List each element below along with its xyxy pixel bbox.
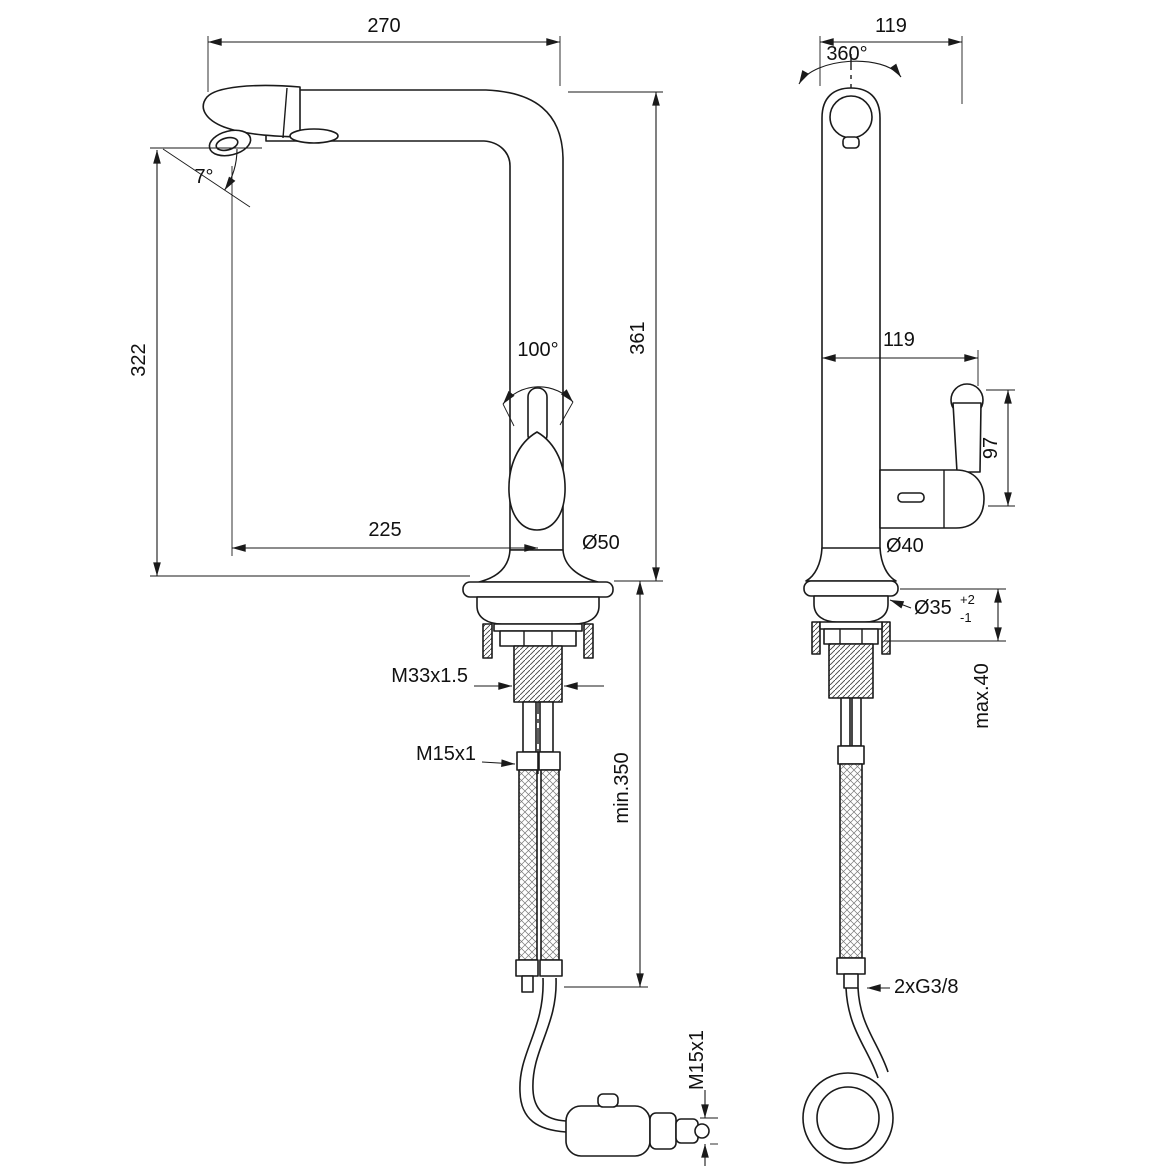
side-stud-right (881, 621, 891, 655)
mounting-washer (493, 623, 583, 632)
side-braided-hose (839, 763, 863, 959)
side-base-flange (803, 580, 899, 597)
dim-deck-thickness-label: max.40 (971, 663, 993, 729)
dimension-lines (150, 36, 1015, 1166)
weight-clip (597, 1093, 619, 1108)
lever-shaft (952, 402, 982, 473)
handle-bulb (508, 431, 566, 531)
braided-hose-right (540, 769, 560, 961)
hose-weight (565, 1105, 651, 1157)
dim-hole-tol-minus-label: -1 (960, 610, 972, 625)
hose-fitting-right (538, 751, 561, 771)
side-stud-left (811, 621, 821, 655)
side-supply-tube (840, 697, 851, 747)
dim-spout-reach-label: 225 (368, 519, 401, 541)
dim-handle-swing-label: 100° (517, 339, 558, 361)
dim-spray-angle-label: 7° (194, 166, 213, 188)
hose-loop-inner (816, 1086, 880, 1150)
dim-supply-thread-label: 2xG3/8 (894, 976, 958, 998)
side-pullout-hose-edge (857, 987, 889, 1073)
outlet-tip (694, 1123, 710, 1139)
side-hose-nipple (843, 973, 859, 989)
base-flare (478, 549, 599, 583)
dim-hose-thread-label: M15x1 (416, 743, 476, 765)
supply-tube-right (539, 701, 554, 753)
base-flange (462, 581, 614, 598)
side-body (821, 87, 881, 583)
side-washer (819, 621, 883, 630)
mounting-nut (499, 630, 577, 647)
escutcheon (476, 596, 600, 625)
release-button (289, 128, 339, 144)
dim-total-height-label: 361 (627, 321, 649, 354)
side-supply-tube (851, 697, 862, 747)
dim-top-depth-label: 119 (875, 15, 907, 37)
dimension-labels: 270 119 360° 7° 322 361 100° 119 97 225 … (128, 15, 1002, 1090)
spout-outlet (829, 95, 873, 139)
head-seam (282, 87, 288, 139)
mounting-stud-right (583, 623, 594, 659)
hose-loop-outer (802, 1072, 894, 1164)
handle-housing (879, 469, 985, 529)
side-base-flare (805, 547, 897, 582)
hose-nipple (521, 975, 534, 993)
pullout-head (202, 84, 301, 138)
dim-hose-length-label: min.350 (611, 752, 633, 823)
side-threaded-shank (828, 643, 874, 699)
side-hose-fitting (837, 745, 865, 765)
dim-handle-height-label: 97 (980, 437, 1002, 459)
pullout-hose-edge (519, 977, 567, 1133)
braided-hose-left (518, 769, 538, 961)
aerator (842, 136, 860, 149)
hose-end-left (515, 959, 539, 977)
outlet-reducer (649, 1112, 677, 1150)
dim-swivel-angle-label: 360° (826, 43, 867, 65)
dim-hole-tol-plus-label: +2 (960, 592, 975, 607)
side-pullout-hose-edge (845, 987, 879, 1079)
cartridge-mark (897, 492, 925, 503)
pullout-hose-edge (532, 977, 567, 1122)
side-nut (823, 628, 879, 645)
dim-shank-thread-label: M33x1.5 (391, 665, 468, 687)
dim-body-dia-label: Ø40 (886, 535, 924, 557)
dim-outlet-thread-label: M15x1 (686, 1030, 708, 1090)
spray-face-inner (215, 136, 239, 152)
dim-height-under-spout-label: 322 (128, 343, 150, 376)
dim-base-dia-label: Ø50 (582, 532, 620, 554)
dim-side-depth-label: 119 (883, 329, 915, 351)
threaded-shank (513, 645, 563, 703)
dim-spout-width-label: 270 (367, 15, 400, 37)
side-hose-end (836, 957, 866, 975)
hose-fitting-left (516, 751, 539, 771)
side-escutcheon (813, 595, 889, 623)
side-view (802, 54, 985, 1164)
mounting-stud-left (482, 623, 493, 659)
dim-hole-dia-label: Ø35 (914, 597, 952, 619)
hose-end-right (539, 959, 563, 977)
supply-tube-left (522, 701, 537, 753)
front-view (202, 84, 710, 1157)
